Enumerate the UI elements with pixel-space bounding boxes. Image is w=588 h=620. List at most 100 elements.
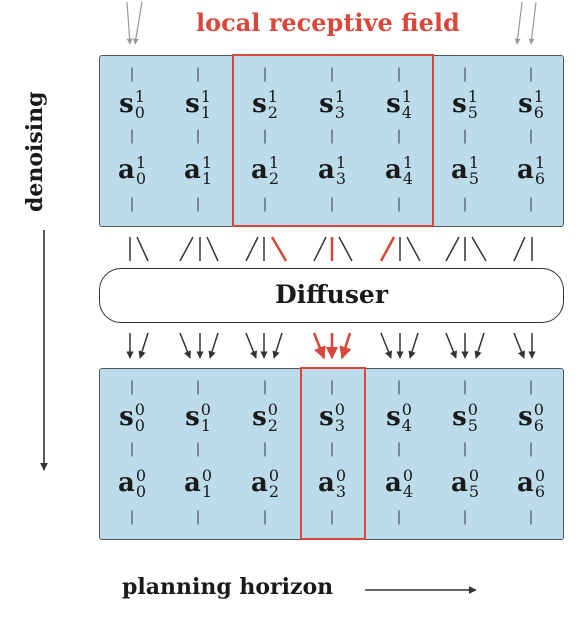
context-edge [206,236,219,262]
chain-tick: | [129,441,135,457]
chain-tick: | [528,196,534,212]
chain-tick: | [329,509,335,525]
denoised-trajectory-panel [99,368,564,540]
receptive-field-highlight [232,54,434,227]
chain-tick: | [262,379,268,395]
chain-tick: | [396,66,402,82]
chain-tick: | [129,196,135,212]
context-edge [338,236,353,262]
denoise-arrow [339,332,352,360]
chain-tick: | [195,441,201,457]
chain-tick: | [262,509,268,525]
chain-tick: | [329,441,335,457]
chain-tick: | [462,441,468,457]
chain-tick: | [462,196,468,212]
chain-tick: | [329,379,335,395]
context-edge [379,236,396,262]
chain-tick: | [195,66,201,82]
planning-horizon-label: planning horizon [122,574,334,600]
chain-tick: | [129,379,135,395]
denoise-arrow [312,332,326,360]
chain-tick: | [462,128,468,144]
denoise-arrow [513,332,525,359]
denoise-arrow [208,332,219,359]
denoise-arrow [245,332,257,359]
chain-tick: | [262,196,268,212]
chain-tick: | [462,509,468,525]
chain-tick: | [329,128,335,144]
context-edge [513,236,526,262]
receptive-field-label: local receptive field [196,8,460,37]
context-edge [406,236,421,262]
denoise-arrow [408,332,419,359]
chain-tick: | [129,509,135,525]
chain-tick: | [462,66,468,82]
chain-tick: | [528,66,534,82]
context-edge [136,236,149,262]
chain-tick: | [262,128,268,144]
denoise-arrow [380,332,392,359]
context-edge [270,236,288,262]
chain-tick: | [462,379,468,395]
chain-tick: | [329,66,335,82]
chain-tick: | [195,509,201,525]
chain-tick: | [528,128,534,144]
chain-tick: | [396,509,402,525]
denoise-arrow [272,332,283,359]
incoming-arrow [132,1,143,45]
denoise-arrow [179,332,191,359]
context-edge [245,236,259,262]
chain-tick: | [528,509,534,525]
denoise-arrow [138,332,149,359]
denoise-arrow [474,332,485,359]
chain-tick: | [396,379,402,395]
chain-tick: | [129,128,135,144]
context-edge [445,236,460,262]
chain-tick: | [129,66,135,82]
denoise-arrow [445,332,457,359]
context-edge [471,236,487,262]
chain-tick: | [329,196,335,212]
chain-tick: | [262,66,268,82]
output-step-highlight [300,367,366,540]
chain-tick: | [262,441,268,457]
chain-tick: | [528,379,534,395]
chain-tick: | [195,128,201,144]
chain-tick: | [528,441,534,457]
chain-tick: | [396,128,402,144]
chain-tick: | [195,379,201,395]
context-edge [179,236,194,262]
chain-tick: | [396,196,402,212]
incoming-arrow [514,1,523,45]
incoming-arrow [528,1,537,45]
chain-tick: | [396,441,402,457]
